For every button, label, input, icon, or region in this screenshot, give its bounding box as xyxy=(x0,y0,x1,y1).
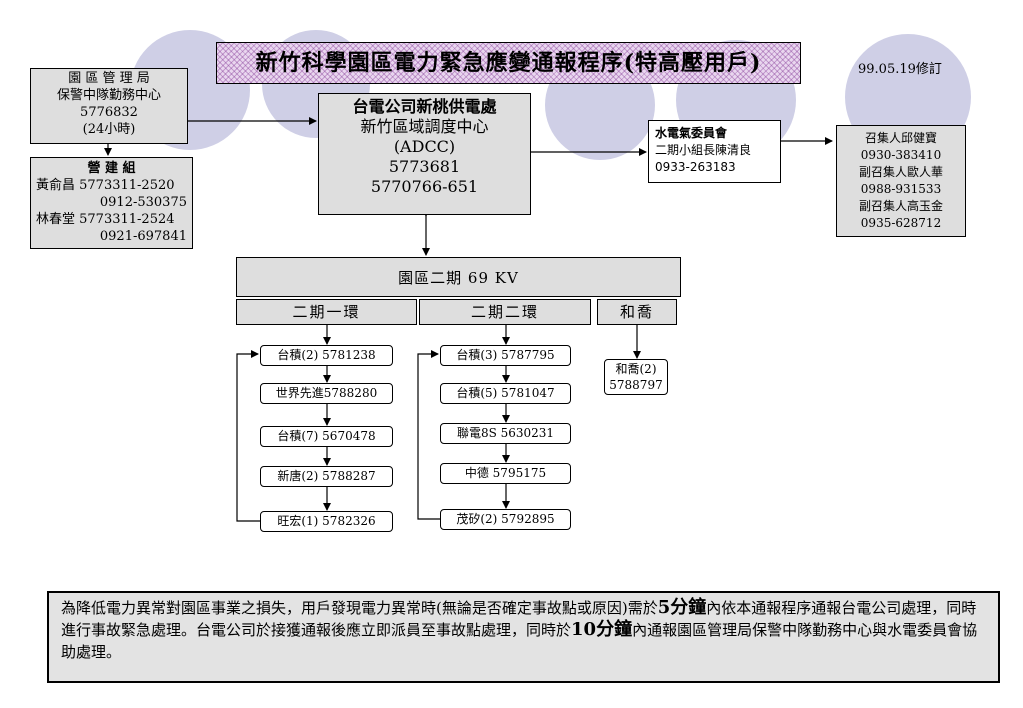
ring1-station: 台積(2) 5781238 xyxy=(260,345,393,366)
admin-bureau-box: 園 區 管 理 局 保警中隊勤務中心 5776832 (24小時) xyxy=(30,68,188,144)
taipower-dept: 新竹區域調度中心 xyxy=(360,117,489,136)
taipower-abbr: (ADCC) xyxy=(393,137,456,156)
notice-text: 內依本通報程序通報台電公司處理，同時進行事故緊急處理。台電公司於接獲通報後應立即… xyxy=(61,599,977,639)
committee-leader: 二期小組長陳清良 xyxy=(655,143,752,157)
taipower-phone: 5773681 xyxy=(388,157,461,176)
phase2-label: 園區二期 69 KV xyxy=(398,269,519,287)
ring2-station: 茂矽(2) 5792895 xyxy=(440,509,571,530)
diagram-title: 新竹科學園區電力緊急應變通報程序(特高壓用戶) xyxy=(216,42,801,84)
convener-line: 副召集人歐人華 xyxy=(858,165,943,179)
ring1-station: 台積(7) 5670478 xyxy=(260,426,393,447)
notice-box: 為降低電力異常對園區事業之損失，用戶發現電力異常時(無論是否確定事故點或原因)需… xyxy=(47,591,1000,683)
admin-bureau-line: 園 區 管 理 局 xyxy=(68,71,150,86)
heqiao-label: 和喬 xyxy=(597,299,677,325)
conveners-box: 召集人邱健寶 0930-383410 副召集人歐人華 0988-931533 副… xyxy=(836,125,966,237)
admin-bureau-line: (24小時) xyxy=(82,122,136,137)
heqiao-station-line: 5788797 xyxy=(609,378,663,392)
committee-title: 水電氣委員會 xyxy=(655,126,728,140)
ring2-station: 台積(3) 5787795 xyxy=(440,345,571,366)
construction-line: 林春堂 5773311-2524 xyxy=(36,212,175,227)
construction-line: 0912-530375 xyxy=(99,195,187,210)
admin-bureau-line: 5776832 xyxy=(80,105,138,120)
heqiao-station: 和喬(2) 5788797 xyxy=(604,359,668,395)
phase2-bar: 園區二期 69 KV xyxy=(236,257,681,297)
convener-line: 0935-628712 xyxy=(860,216,942,230)
heqiao-station-line: 和喬(2) xyxy=(615,362,657,376)
construction-title: 營 建 組 xyxy=(87,161,136,176)
committee-phone: 0933-263183 xyxy=(655,160,736,174)
ring2-station: 中德 5795175 xyxy=(440,463,571,484)
ring2-station: 台積(5) 5781047 xyxy=(440,383,571,404)
convener-line: 0988-931533 xyxy=(860,182,942,196)
notice-text: 內通報園區管理局保警中隊勤務中心與水電委員會協助處理。 xyxy=(61,621,978,661)
admin-bureau-line: 保警中隊勤務中心 xyxy=(56,88,161,103)
notice-emphasis: 5分鐘 xyxy=(657,597,707,618)
taipower-name: 台電公司新桃供電處 xyxy=(352,97,497,116)
convener-line: 副召集人高玉金 xyxy=(858,199,943,213)
ring1-station: 旺宏(1) 5782326 xyxy=(260,511,393,532)
construction-line: 0921-697841 xyxy=(99,229,187,244)
taipower-box: 台電公司新桃供電處 新竹區域調度中心 (ADCC) 5773681 577076… xyxy=(318,93,531,215)
taipower-phone: 5770766-651 xyxy=(370,177,479,196)
notice-text: 為降低電力異常對園區事業之損失，用戶發現電力異常時(無論是否確定事故點或原因)需… xyxy=(61,599,658,617)
notice-emphasis: 10分鐘 xyxy=(571,619,633,640)
ring1-label: 二期一環 xyxy=(236,299,417,325)
convener-line: 召集人邱健寶 xyxy=(864,131,937,145)
construction-box: 營 建 組 黃俞昌 5773311-2520 0912-530375 林春堂 5… xyxy=(30,157,193,249)
revision-date: 99.05.19修訂 xyxy=(858,62,942,77)
construction-line: 黃俞昌 5773311-2520 xyxy=(36,178,175,193)
ring1-station: 世界先進5788280 xyxy=(260,383,393,404)
committee-box: 水電氣委員會 二期小組長陳清良 0933-263183 xyxy=(648,120,781,183)
ring2-label: 二期二環 xyxy=(419,299,591,325)
ring1-station: 新唐(2) 5788287 xyxy=(260,466,393,487)
ring2-station: 聯電8S 5630231 xyxy=(440,423,571,444)
convener-line: 0930-383410 xyxy=(860,148,942,162)
